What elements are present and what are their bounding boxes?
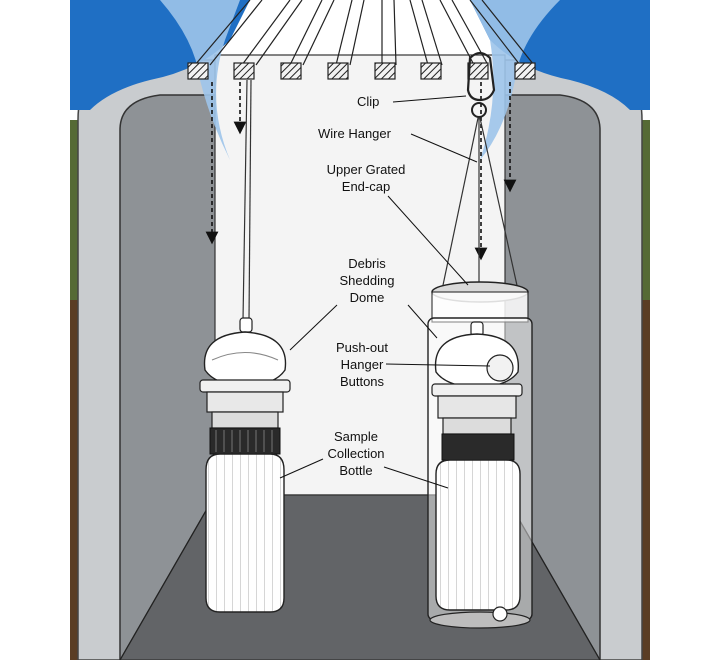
grate-bar-ends [187,62,536,80]
label-buttons-1: Push-out [336,340,388,355]
label-buttons-2: Hanger [341,357,384,372]
left-bottle [205,453,285,613]
label-bottle-3: Bottle [339,463,372,478]
label-bottle-1: Sample [334,429,378,444]
flow-arrows [205,82,517,261]
grate [194,0,535,66]
label-end-cap-2: End-cap [342,179,390,194]
label-bottle-2: Collection [327,446,384,461]
left-sampler [199,79,291,613]
right-sampler [427,51,533,629]
label-dome-3: Dome [350,290,385,305]
clip-icon [466,51,496,102]
light-blue-flap-left [160,0,240,160]
label-end-cap-1: Upper Grated [327,162,406,177]
right-bottle [435,459,521,611]
label-buttons-3: Buttons [340,374,385,389]
label-wire-hanger: Wire Hanger [318,126,392,141]
label-dome-2: Shedding [340,273,395,288]
label-clip: Clip [357,94,379,109]
left-dome [203,331,287,387]
labels: Clip Wire Hanger Upper Grated End-cap De… [318,94,405,478]
label-dome-1: Debris [348,256,386,271]
light-blue-flap-right [470,0,560,160]
push-out-button [486,354,514,382]
leader-lines [279,95,491,489]
